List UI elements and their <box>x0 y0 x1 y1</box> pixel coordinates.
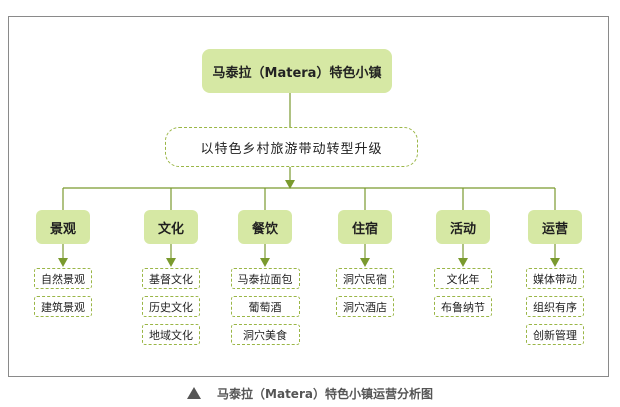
leaf-label: 自然景观 <box>41 272 85 286</box>
subtitle-label: 以特色乡村旅游带动转型升级 <box>200 141 383 157</box>
triangle-icon <box>187 387 202 399</box>
leaf-node: 葡萄酒 <box>230 296 300 317</box>
leaf-node: 洞穴美食 <box>230 324 300 345</box>
leaf-node: 媒体带动 <box>526 268 584 289</box>
leaf-node: 历史文化 <box>142 296 200 317</box>
root-node: 马泰拉（Matera）特色小镇 <box>202 49 392 93</box>
leaf-label: 布鲁纳节 <box>441 300 485 314</box>
leaf-node: 马泰拉面包 <box>230 268 300 289</box>
subtitle-node: 以特色乡村旅游带动转型升级 <box>165 127 418 167</box>
leaf-label: 建筑景观 <box>41 300 85 314</box>
leaf-label: 文化年 <box>446 272 480 286</box>
category-node: 活动 <box>436 210 490 244</box>
leaf-node: 组织有序 <box>526 296 584 317</box>
leaf-node: 地域文化 <box>142 324 200 345</box>
leaf-label: 葡萄酒 <box>248 300 282 314</box>
category-label: 文化 <box>157 221 184 237</box>
category-label: 住宿 <box>351 221 378 237</box>
category-label: 活动 <box>449 221 476 237</box>
category-node: 运营 <box>528 210 582 244</box>
leaf-label: 洞穴酒店 <box>343 300 387 314</box>
category-node: 餐饮 <box>238 210 292 244</box>
leaf-node: 自然景观 <box>34 268 92 289</box>
leaf-label: 马泰拉面包 <box>237 272 293 286</box>
leaf-label: 创新管理 <box>533 328 577 342</box>
root-label: 马泰拉（Matera）特色小镇 <box>212 65 382 81</box>
leaf-node: 布鲁纳节 <box>434 296 492 317</box>
caption-text: 马泰拉（Matera）特色小镇运营分析图 <box>217 386 433 401</box>
leaf-label: 洞穴美食 <box>243 328 287 342</box>
category-label: 运营 <box>541 221 568 237</box>
category-label: 景观 <box>49 221 76 237</box>
category-node: 文化 <box>144 210 198 244</box>
leaf-label: 媒体带动 <box>533 272 577 286</box>
category-node: 景观 <box>36 210 90 244</box>
leaf-label: 组织有序 <box>533 300 577 314</box>
leaf-node: 洞穴酒店 <box>336 296 394 317</box>
leaf-node: 建筑景观 <box>34 296 92 317</box>
leaf-label: 洞穴民宿 <box>343 272 387 286</box>
leaf-node: 创新管理 <box>526 324 584 345</box>
category-node: 住宿 <box>338 210 392 244</box>
leaf-label: 地域文化 <box>149 328 193 342</box>
leaf-node: 基督文化 <box>142 268 200 289</box>
leaf-label: 历史文化 <box>149 300 193 314</box>
category-label: 餐饮 <box>251 221 278 237</box>
figure-caption: 马泰拉（Matera）特色小镇运营分析图 <box>0 384 620 402</box>
leaf-node: 洞穴民宿 <box>336 268 394 289</box>
leaf-node: 文化年 <box>434 268 492 289</box>
leaf-label: 基督文化 <box>149 272 193 286</box>
